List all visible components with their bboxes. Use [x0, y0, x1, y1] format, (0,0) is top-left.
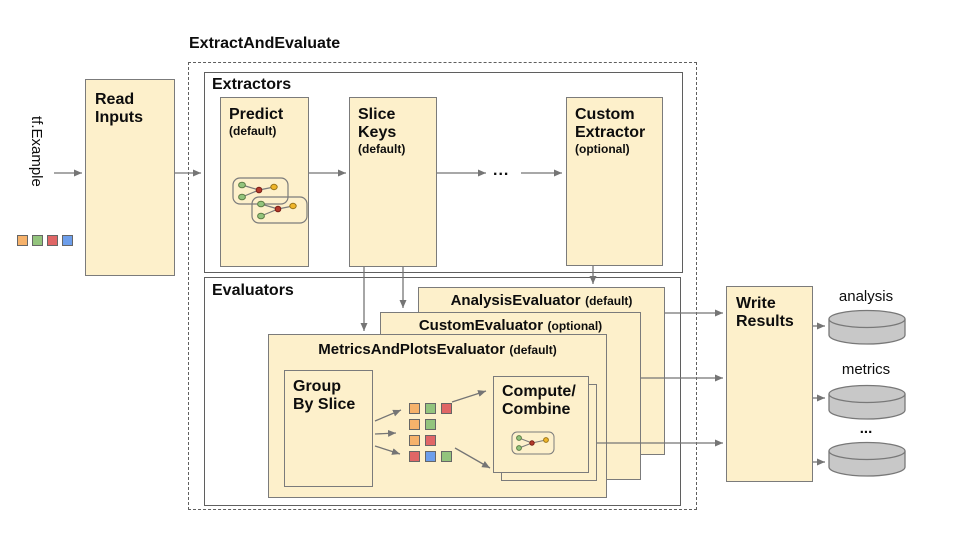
slice-keys-extractor-box: Slice Keys (default): [349, 97, 437, 267]
red-example-square: [409, 451, 420, 462]
slice-keys-subtitle: (default): [358, 142, 406, 156]
custom-evaluator-title: CustomEvaluator: [418, 317, 544, 334]
analysis-evaluator-subtitle: (default): [585, 294, 633, 308]
metrics-plots-evaluator-subtitle: (default): [509, 343, 557, 357]
read-inputs-label-line1: Read: [95, 91, 135, 108]
analysis-output-label: analysis: [838, 288, 894, 305]
model-graph-icon-small: [511, 431, 555, 455]
custom-evaluator-subtitle: (optional): [547, 319, 603, 333]
slice-keys-title-line2: Keys: [358, 124, 397, 141]
orange-example-square: [409, 435, 420, 446]
custom-extractor-subtitle: (optional): [575, 142, 630, 156]
analysis-evaluator-title: AnalysisEvaluator: [450, 292, 581, 309]
group-by-slice-line2: By Slice: [293, 396, 356, 413]
sliced-examples-grid: [409, 403, 452, 467]
other-datastore-icon: [828, 441, 906, 477]
input-squares: [17, 235, 73, 246]
group-by-slice-box: Group By Slice: [284, 370, 373, 487]
orange-example-square: [409, 419, 420, 430]
predict-title: Predict: [229, 106, 284, 123]
metrics-datastore-icon: [828, 384, 906, 420]
compute-combine-box: Compute/ Combine: [493, 376, 589, 473]
orange-example-square: [409, 403, 420, 414]
model-graph-icon: [232, 177, 308, 224]
orange-example-square: [17, 235, 28, 246]
tf-example-label: tf.Example: [28, 116, 45, 187]
slice-row: [409, 451, 452, 462]
diagram-title: ExtractAndEvaluate: [189, 35, 341, 52]
custom-extractor-title-line1: Custom: [575, 106, 635, 123]
green-example-square: [32, 235, 43, 246]
green-example-square: [425, 419, 436, 430]
slice-row: [409, 419, 452, 430]
custom-extractor-box: Custom Extractor (optional): [566, 97, 663, 266]
slice-keys-title-line1: Slice: [358, 106, 396, 123]
slice-row: [409, 435, 452, 446]
extract-and-evaluate-boundary: [188, 62, 697, 510]
red-example-square: [47, 235, 58, 246]
compute-combine-line1: Compute/: [502, 383, 576, 400]
compute-combine-line2: Combine: [502, 401, 571, 418]
blue-example-square: [425, 451, 436, 462]
analysis-datastore-icon: [828, 309, 906, 345]
extractors-label: Extractors: [212, 76, 292, 93]
predict-extractor-box: Predict (default): [220, 97, 309, 267]
write-results-box: Write Results: [726, 286, 813, 482]
predict-subtitle: (default): [229, 124, 277, 138]
red-example-square: [425, 435, 436, 446]
metrics-plots-evaluator-title: MetricsAndPlotsEvaluator: [318, 341, 505, 358]
slice-row: [409, 403, 452, 414]
write-results-line2: Results: [736, 313, 794, 330]
read-inputs-box: Read Inputs: [85, 79, 175, 276]
custom-extractor-title-line2: Extractor: [575, 124, 646, 141]
write-results-line1: Write: [736, 295, 776, 312]
blue-example-square: [62, 235, 73, 246]
group-by-slice-line1: Group: [293, 378, 341, 395]
red-example-square: [441, 403, 452, 414]
metrics-output-label: metrics: [841, 361, 891, 378]
evaluators-label: Evaluators: [212, 282, 294, 299]
read-inputs-label-line2: Inputs: [95, 109, 143, 126]
extractor-chain-ellipsis: ...: [493, 162, 510, 179]
green-example-square: [441, 451, 452, 462]
outputs-ellipsis: ...: [859, 420, 873, 437]
green-example-square: [425, 403, 436, 414]
